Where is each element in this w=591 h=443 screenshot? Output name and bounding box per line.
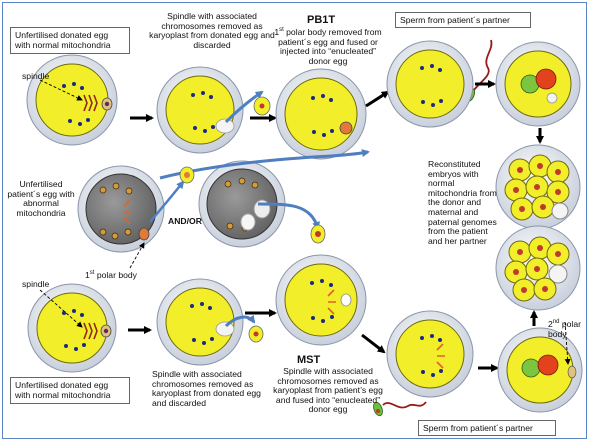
label-spindle-removed-bottom: Spindle with associated chromosomes remo…: [152, 369, 261, 408]
embryo-cluster-bottom: [495, 225, 581, 311]
polar-text: polar body: [94, 270, 137, 280]
second-polar-pointer: [564, 321, 571, 365]
label-spindle-removed-top: Spindle with associated chromosomes remo…: [149, 11, 275, 50]
label-patient-egg: Unfertilised patient´s egg with abnormal…: [7, 179, 75, 218]
zygote-bottom: [497, 327, 583, 413]
pb1t-ordinal: 1: [274, 27, 280, 37]
fertilising-egg-bottom: [386, 310, 474, 398]
figure-frame: [2, 2, 587, 439]
patient-egg-left: [77, 165, 165, 253]
second-ordinal-suffix: nd: [552, 319, 560, 326]
polar-ordinal: 1: [85, 270, 90, 280]
donor-egg-top: [26, 54, 118, 146]
label-donor-egg-top: Unfertilised donated egg with normal mit…: [10, 27, 130, 54]
discarded-karyoplast-top: [253, 96, 271, 116]
removal-arrow-top: [224, 90, 264, 124]
mst-extract-arrow: [257, 202, 320, 230]
polar-body-transfer: [179, 166, 195, 184]
discarded-karyoplast-bottom: [248, 325, 264, 343]
label-pb1t-description: 1st polar body removed from patient´s eg…: [272, 27, 384, 66]
patient-egg-right: [198, 160, 286, 248]
spindle-pointer-top: [39, 79, 83, 101]
label-spindle-bottom: spindle: [22, 279, 50, 289]
label-and-or: AND/OR: [168, 216, 202, 226]
label-sperm-top: Sperm from patient´s partner: [395, 12, 531, 28]
pb1t-reconstructed-egg: [275, 68, 367, 160]
second-text: polar body: [548, 319, 581, 339]
label-first-polar-body: 1st polar body: [85, 270, 137, 281]
label-sperm-bottom: Sperm from patient´s partner: [418, 420, 556, 436]
donor-egg-bottom: [27, 283, 117, 373]
arrow-bottom-3: [361, 333, 386, 354]
fertilising-egg-top: [386, 40, 474, 128]
polar-ordinal-suffix: st: [89, 270, 95, 277]
pb1t-text: polar body removed from patient´s egg an…: [278, 27, 382, 66]
polar-body-extract-arrow: [149, 180, 185, 223]
label-mst: MST: [297, 354, 321, 366]
pb1t-ordinal-suffix: st: [279, 27, 284, 34]
label-pb1t: PB1T: [307, 14, 336, 26]
mst-reconstructed-egg: [275, 254, 367, 346]
arrow-top-3: [365, 90, 390, 108]
label-mst-description: Spindle with associated chromosomes remo…: [273, 366, 383, 415]
removal-arrow-bottom: [224, 314, 256, 328]
label-spindle-top: spindle: [22, 71, 50, 81]
donor-egg-bottom-enucleation: [156, 278, 244, 366]
mst-karyoplast: [310, 224, 326, 244]
label-second-polar-body: 2nd polar body: [548, 319, 584, 339]
donor-egg-top-enucleation: [156, 66, 244, 154]
label-reconstituted: Reconstituted embryos with normal mitoch…: [428, 159, 497, 246]
zygote-top: [495, 41, 581, 127]
second-ordinal: 2: [548, 319, 553, 329]
embryo-cluster-top: [495, 144, 581, 230]
sperm-bottom: [373, 401, 427, 417]
label-donor-egg-bottom: Unfertilised donated egg with normal mit…: [10, 377, 130, 404]
spindle-pointer-bottom: [39, 289, 83, 328]
